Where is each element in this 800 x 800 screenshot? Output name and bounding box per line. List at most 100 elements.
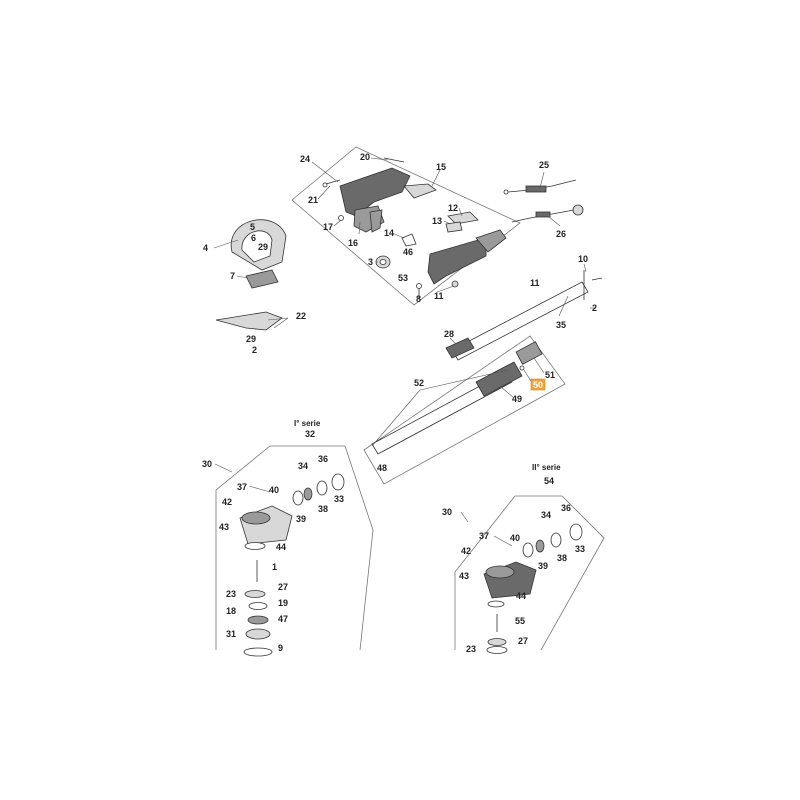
gearhead-serie2-frame	[454, 495, 605, 651]
callout-s1-44: 44	[276, 542, 286, 552]
callout-s2-34: 34	[541, 510, 551, 520]
callout-s1-27: 27	[278, 582, 288, 592]
callout-48: 48	[377, 463, 387, 473]
loop-handle-part	[230, 219, 287, 271]
callout-s2-43: 43	[459, 571, 469, 581]
washers-serie2-part	[486, 600, 508, 654]
callout-s1-32: 32	[305, 429, 315, 439]
callout-s2-37: 37	[479, 531, 489, 541]
screw-20-part	[383, 157, 405, 163]
leader-lines	[213, 157, 596, 547]
screw-21-part	[322, 179, 341, 188]
gearhead-43-serie1-part	[239, 505, 293, 545]
callout-17: 17	[323, 222, 333, 232]
callout-s1-33: 33	[334, 494, 344, 504]
callout-s1-30: 30	[202, 459, 212, 469]
callout-12: 12	[448, 203, 458, 213]
screw-17-part	[338, 215, 344, 221]
callout-51: 51	[545, 370, 555, 380]
callout-s2-55: 55	[515, 616, 525, 626]
callout-28: 28	[444, 329, 454, 339]
callout-s1-40: 40	[269, 485, 279, 495]
callout-5: 5	[250, 222, 255, 232]
callout-10: 10	[578, 254, 588, 264]
callout-s2-38: 38	[557, 553, 567, 563]
drive-shaft-48-part	[371, 371, 513, 455]
callout-15: 15	[436, 162, 446, 172]
callout-s2-23: 23	[466, 644, 476, 654]
callout-s2-30: 30	[442, 507, 452, 517]
callout-29-loop: 29	[258, 242, 268, 252]
screw-8-part	[416, 283, 422, 298]
callout-s1-43: 43	[219, 522, 229, 532]
callout-29-guard: 29	[246, 334, 256, 344]
gearhead-43-serie2-part	[483, 561, 537, 599]
callout-53: 53	[398, 273, 408, 283]
callout-7: 7	[230, 271, 235, 281]
bolt-10-part	[583, 270, 603, 300]
callout-6: 6	[251, 233, 256, 243]
callout-46: 46	[403, 247, 413, 257]
callout-50: 50	[533, 380, 543, 390]
callout-3: 3	[368, 257, 373, 267]
callout-8: 8	[416, 294, 421, 304]
callout-24: 24	[300, 154, 310, 164]
handle-bracket-7-part	[245, 269, 279, 289]
callout-s1-34: 34	[298, 461, 308, 471]
callout-s1-39: 39	[296, 514, 306, 524]
callout-s2-33: 33	[575, 544, 585, 554]
callout-s2-36: 36	[561, 503, 571, 513]
callout-20: 20	[360, 152, 370, 162]
serie-1-label: I° serie	[294, 419, 321, 428]
callout-s2-54: 54	[544, 476, 554, 486]
bearing-stack-serie2-part	[522, 523, 583, 558]
callout-s1-19: 19	[278, 598, 288, 608]
washers-serie1-part	[243, 542, 273, 657]
callout-14: 14	[384, 228, 394, 238]
callout-13: 13	[432, 216, 442, 226]
clip-12-part	[447, 211, 479, 225]
gearhead-serie1-frame	[215, 445, 374, 651]
callout-s1-18: 18	[226, 606, 236, 616]
callout-s2-40: 40	[510, 533, 520, 543]
callout-11-upper: 11	[434, 291, 444, 301]
callout-50-highlight	[530, 378, 546, 391]
throttle-cable-25-part	[503, 179, 577, 195]
callout-s2-44: 44	[516, 591, 526, 601]
callout-16: 16	[348, 238, 358, 248]
callout-49: 49	[512, 394, 522, 404]
callout-s2-42: 42	[461, 546, 471, 556]
callout-s1-47: 47	[278, 614, 288, 624]
spring-50-part	[519, 365, 525, 371]
callout-s1-42: 42	[222, 497, 232, 507]
shaft-group-frame	[363, 335, 566, 485]
clamp-3-part	[375, 255, 391, 269]
callout-s1-37: 37	[237, 482, 247, 492]
callout-11-shaft: 11	[530, 278, 540, 288]
serie-2-label: II° serie	[532, 463, 561, 472]
bearing-stack-serie1-part	[292, 473, 345, 506]
callout-4: 4	[203, 243, 208, 253]
bracket-46-part	[401, 233, 417, 247]
callout-s1-38: 38	[318, 504, 328, 514]
nut-11-part	[451, 280, 459, 288]
barrier-guard-22-part	[215, 311, 283, 331]
throttle-lever-part	[369, 209, 383, 233]
coupling-51-part	[515, 341, 543, 365]
callout-2-guard: 2	[252, 345, 257, 355]
callout-s2-27: 27	[518, 636, 528, 646]
callout-s1-23: 23	[226, 589, 236, 599]
callout-26: 26	[556, 229, 566, 239]
callout-21: 21	[308, 195, 318, 205]
callout-s1-9: 9	[278, 643, 283, 653]
stop-cable-26-part	[511, 204, 584, 223]
callout-s1-36: 36	[318, 454, 328, 464]
shaft-tube-49-part	[475, 361, 523, 397]
handle-group-frame	[291, 146, 521, 306]
grip-housing-part	[427, 229, 507, 285]
callout-s1-31: 31	[226, 629, 236, 639]
callout-s1-1: 1	[272, 562, 277, 572]
callout-35: 35	[556, 320, 566, 330]
callout-s2-39: 39	[538, 561, 548, 571]
